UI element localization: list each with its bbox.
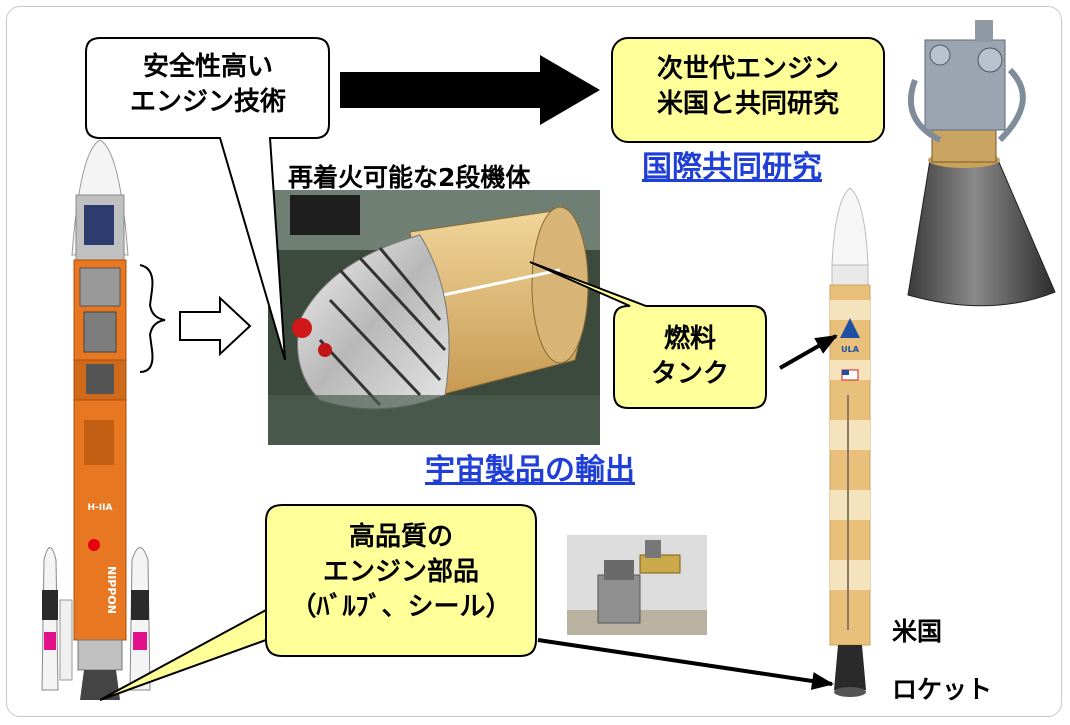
us-label: 米国	[892, 617, 943, 646]
intl-research-link[interactable]: 国際共同研究	[642, 150, 822, 185]
safety-callout-text: 安全性高い エンジン技術	[94, 50, 322, 120]
tank-line-1: 燃料	[663, 324, 716, 354]
quality-line-2: エンジン部品	[322, 557, 479, 588]
tank-line-2: タンク	[650, 359, 729, 390]
hiia-marking: H-IIA	[88, 503, 113, 513]
h2a-rocket-illustration: H-IIA NIPPON	[41, 139, 151, 700]
slide-frame	[6, 6, 1062, 717]
us-rocket-illustration: ULA	[829, 187, 871, 697]
hollow-arrow	[179, 295, 252, 357]
second-stage-photo	[268, 190, 600, 445]
quality-callout-bubble	[99, 504, 537, 701]
nextgen-callout-text: 次世代エンジン 米国と共同研究	[612, 52, 884, 122]
export-link[interactable]: 宇宙製品の輸出	[425, 453, 635, 488]
ula-marking: ULA	[841, 345, 860, 354]
quality-line-3: （ﾊﾞﾙﾌﾞ、シール）	[290, 592, 512, 623]
parts-to-us-rocket-arrow	[537, 638, 834, 690]
next-gen-engine-illustration	[907, 20, 1056, 307]
tank-callout-bubble	[529, 261, 767, 409]
second-stage-label: 再着火可能な2段機体	[288, 163, 531, 192]
quality-line-1: 高品質の	[348, 522, 453, 552]
nextgen-callout-bubble	[611, 37, 885, 143]
safety-line-1: 安全性高い	[142, 52, 273, 82]
nextgen-line-1: 次世代エンジン	[656, 54, 839, 84]
rocket-label: ロケット	[892, 675, 993, 704]
valve-photo	[567, 535, 707, 635]
tank-to-us-rocket-arrow	[779, 334, 838, 370]
safety-callout-bubble	[85, 37, 330, 361]
tank-callout-text: 燃料 タンク	[614, 322, 766, 392]
stage-brace	[139, 264, 166, 373]
nextgen-line-2: 米国と共同研究	[656, 89, 839, 120]
quality-callout-text: 高品質の エンジン部品 （ﾊﾞﾙﾌﾞ、シール）	[266, 520, 536, 625]
research-arrow	[340, 55, 600, 125]
nippon-marking: NIPPON	[105, 566, 118, 614]
safety-line-2: エンジン技術	[129, 87, 286, 118]
